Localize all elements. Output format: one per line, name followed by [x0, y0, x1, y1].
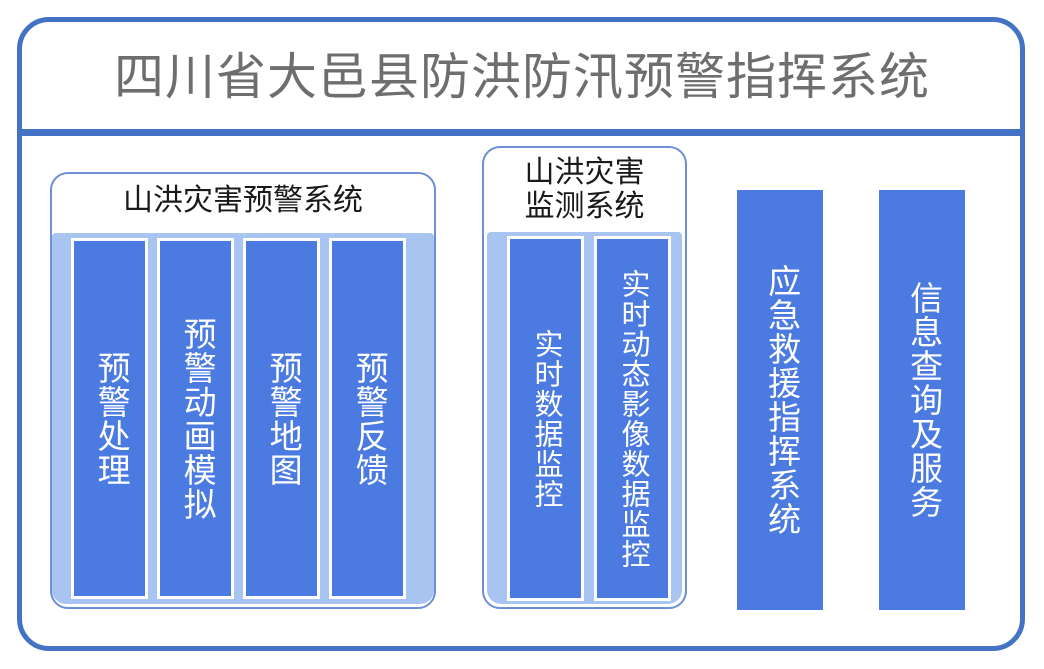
- module-emergency-rescue-command-system-label: 应急救援指挥系统: [762, 264, 799, 536]
- title-divider: [22, 129, 1022, 136]
- module-information-query-and-service-label: 信息查询及服务: [904, 281, 941, 519]
- module-emergency-rescue-command-system[interactable]: 应急救援指挥系统: [737, 190, 823, 610]
- module-warning-animation-simulation-label: 预警动画模拟: [178, 316, 215, 521]
- module-warning-processing-label: 预警处理: [92, 350, 129, 487]
- page-title: 四川省大邑县防洪防汛预警指挥系统: [22, 22, 1022, 132]
- group-monitor-system[interactable]: [482, 146, 687, 609]
- module-realtime-dynamic-image-data-monitoring-label: 实时动态影像数据监控: [617, 268, 649, 569]
- module-warning-animation-simulation[interactable]: 预警动画模拟: [157, 238, 234, 599]
- module-information-query-and-service[interactable]: 信息查询及服务: [879, 190, 965, 610]
- group-warning-system[interactable]: [50, 172, 436, 609]
- page-title-text: 四川省大邑县防洪防汛预警指挥系统: [114, 48, 930, 105]
- module-warning-processing[interactable]: 预警处理: [71, 238, 148, 599]
- module-realtime-dynamic-image-data-monitoring[interactable]: 实时动态影像数据监控: [594, 236, 671, 601]
- module-warning-map-label: 预警地图: [264, 350, 301, 487]
- module-warning-feedback[interactable]: 预警反馈: [329, 238, 406, 599]
- module-warning-feedback-label: 预警反馈: [350, 350, 387, 487]
- module-realtime-data-monitoring[interactable]: 实时数据监控: [507, 236, 584, 601]
- module-realtime-data-monitoring-label: 实时数据监控: [530, 328, 562, 509]
- module-warning-map[interactable]: 预警地图: [243, 238, 320, 599]
